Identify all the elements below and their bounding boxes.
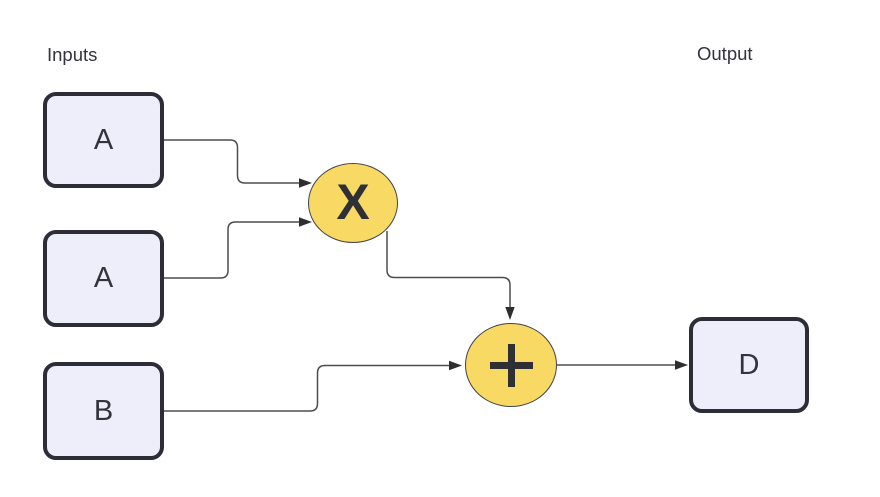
arrowhead-icon <box>299 178 312 188</box>
node-label: A <box>93 262 114 294</box>
arrowhead-icon <box>675 360 688 370</box>
multiply-operator-node[interactable]: X <box>308 163 398 243</box>
add-operator-node[interactable]: + <box>465 323 557 407</box>
output-node-d[interactable]: D <box>689 317 809 413</box>
edge-a2-to-multiply[interactable] <box>163 217 313 279</box>
arrowhead-icon <box>449 360 462 371</box>
edge-multiply-to-add[interactable] <box>386 231 515 320</box>
input-node-b[interactable]: B <box>43 362 164 460</box>
edge-b-to-add[interactable] <box>163 360 463 412</box>
edge-add-to-d[interactable] <box>557 360 688 370</box>
node-label: D <box>738 348 760 381</box>
plus-icon <box>489 343 533 387</box>
arrowhead-icon <box>299 217 312 227</box>
node-label: B <box>93 394 114 427</box>
input-node-a2[interactable]: A <box>43 230 164 327</box>
input-node-a1[interactable]: A <box>43 92 164 188</box>
inputs-section-label: Inputs <box>47 44 98 65</box>
arrowhead-icon <box>505 307 515 320</box>
output-section-label: Output <box>697 43 753 64</box>
node-label: A <box>93 123 114 156</box>
edge-a1-to-multiply[interactable] <box>163 139 313 188</box>
node-label: X <box>336 174 370 230</box>
